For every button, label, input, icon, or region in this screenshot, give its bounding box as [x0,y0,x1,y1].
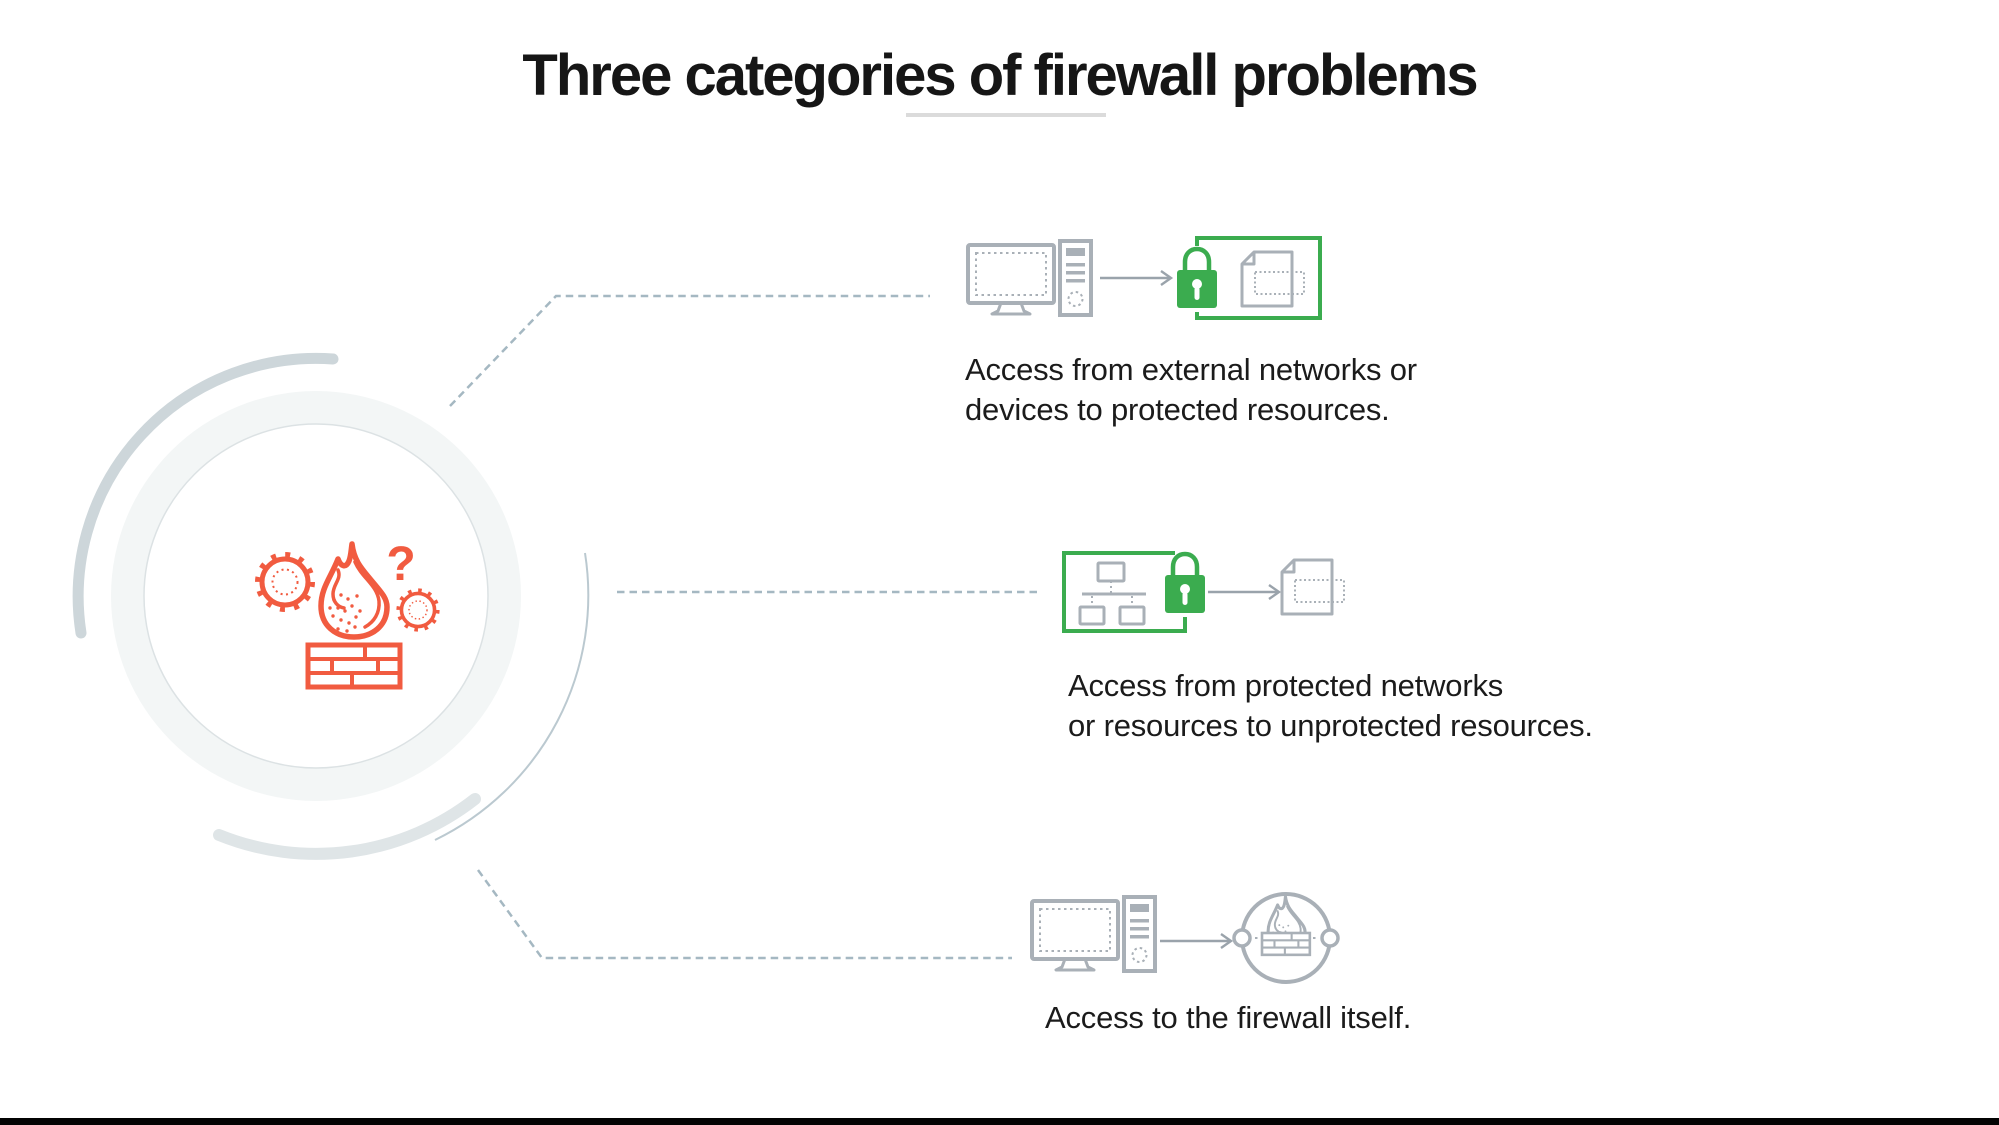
connector-top [449,294,930,407]
category-1-line-2: devices to protected resources. [965,392,1390,427]
firewall-hub: ? [72,352,590,860]
connector-bottom [476,869,1012,960]
category-2-line-1: Access from protected networks [1068,668,1504,703]
desktop-computer-icon [1030,895,1157,973]
bottom-bar [0,1118,1999,1125]
arrow-right-icon [1206,583,1281,601]
firewall-problem-icon: ? [258,538,440,687]
firewall-badge-icon [1232,892,1340,984]
category-2-icons [1062,549,1346,633]
hub-arc-bottom [213,793,481,860]
category-1-line-1: Access from external networks or [965,352,1417,387]
arrow-right-icon [1098,269,1173,287]
connectors [449,294,1037,960]
hub-arc-right-thin [434,552,590,841]
network-icon [1078,561,1146,626]
hub-arc-upper-left [72,352,339,639]
arrow-right-icon [1158,932,1233,950]
category-1-text: Access from external networks or devices… [965,350,1417,430]
hub-inner-circle [143,423,489,769]
desktop-computer-icon [966,239,1093,317]
category-1-icons [966,236,1322,320]
title-divider [906,113,1106,117]
document-icon [1280,558,1346,616]
question-mark: ? [386,538,415,591]
document-icon [1240,250,1306,308]
page-title: Three categories of firewall problems [522,43,1478,108]
category-2-text: Access from protected networks or resour… [1068,666,1593,746]
category-2-line-2: or resources to unprotected resources. [1068,708,1593,743]
brick-wall-icon [308,645,400,687]
category-3-text: Access to the firewall itself. [1045,998,1411,1038]
category-3-icons [1030,892,1340,984]
category-3-line-1: Access to the firewall itself. [1045,1000,1412,1035]
